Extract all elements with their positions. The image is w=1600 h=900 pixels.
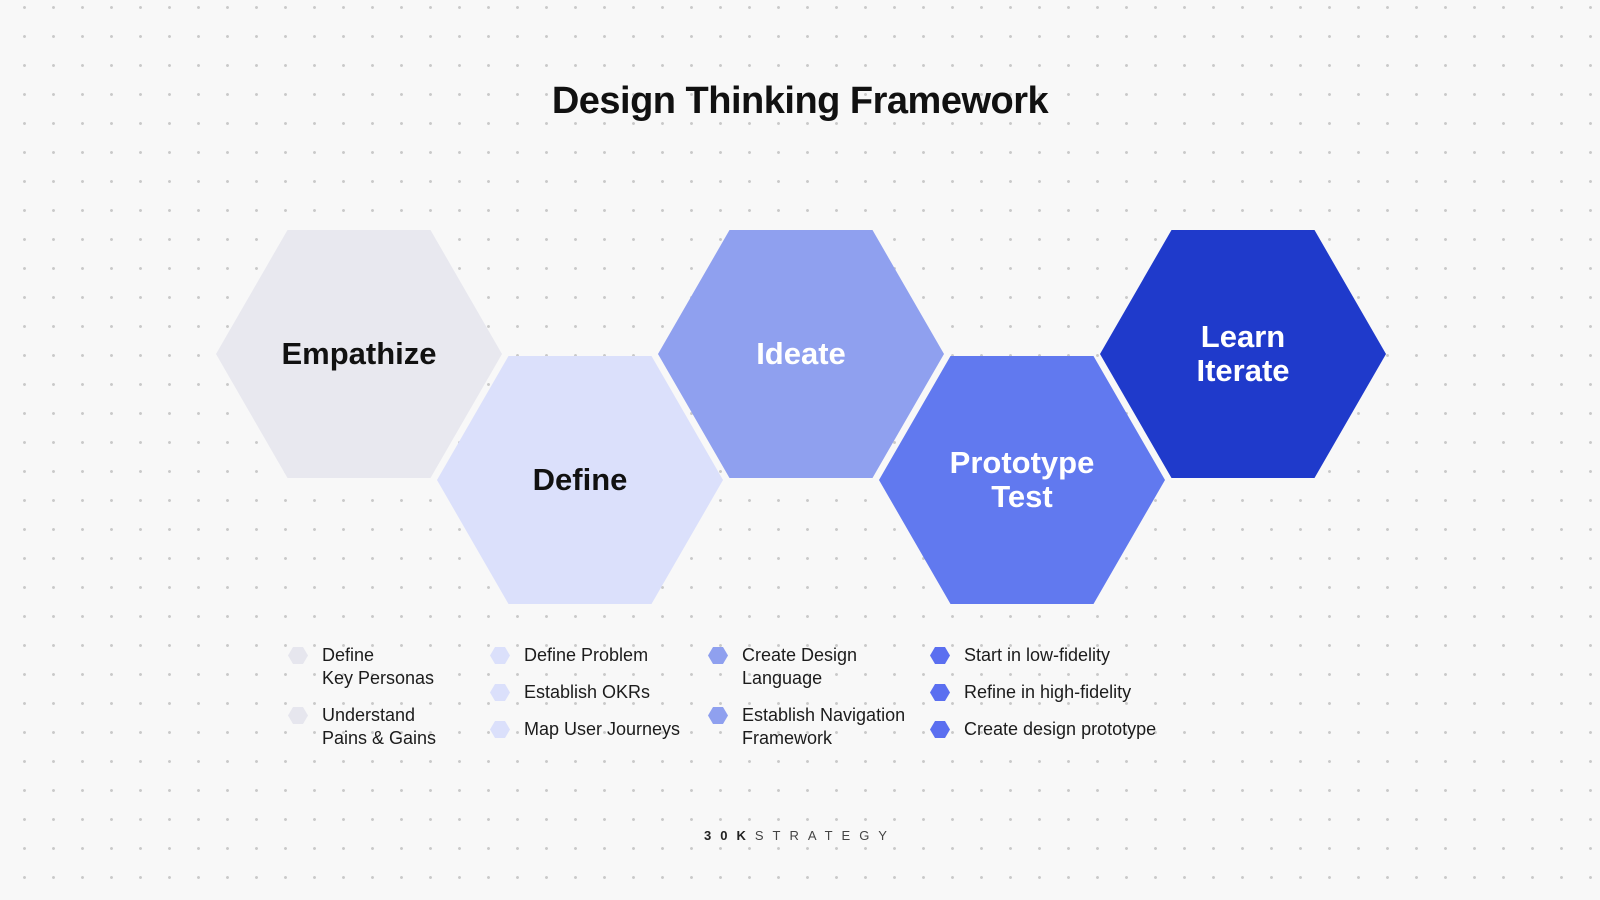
list-item: Establish Navigation Framework [708, 704, 905, 750]
list-item: Create design prototype [930, 718, 1156, 741]
stage-empathize-hexagon: Empathize [216, 230, 502, 478]
list-item: Establish OKRs [490, 681, 680, 704]
list-item: Refine in high-fidelity [930, 681, 1156, 704]
hexagon-bullet-icon [708, 647, 728, 664]
stage-prototype-test-hexagon: Prototype Test [879, 356, 1165, 604]
hexagon-bullet-icon [708, 707, 728, 724]
stage-ideate-hexagon: Ideate [658, 230, 944, 478]
empathize-list: Define Key Personas Understand Pains & G… [288, 644, 436, 764]
stage-define-hexagon: Define [437, 356, 723, 604]
ideate-list: Create Design Language Establish Navigat… [708, 644, 905, 764]
stage-learn-iterate-hexagon: Learn Iterate [1100, 230, 1386, 478]
hexagon-bullet-icon [930, 721, 950, 738]
brand-logo: 30KSTRATEGY [0, 828, 1600, 843]
hexagon-bullet-icon [490, 647, 510, 664]
stage-ideate-label: Ideate [756, 336, 846, 371]
stage-learn-iterate-label: Learn Iterate [1196, 319, 1290, 388]
hexagon-bullet-icon [288, 707, 308, 724]
list-item: Define Key Personas [288, 644, 436, 690]
page-title: Design Thinking Framework [551, 80, 1049, 122]
hexagon-bullet-icon [930, 647, 950, 664]
stage-prototype-test-label: Prototype Test [949, 445, 1095, 514]
list-item: Start in low-fidelity [930, 644, 1156, 667]
hexagon-bullet-icon [930, 684, 950, 701]
stage-empathize-label: Empathize [281, 336, 437, 371]
hexagon-bullet-icon [490, 721, 510, 738]
list-item: Define Problem [490, 644, 680, 667]
stage-define-label: Define [532, 462, 628, 497]
define-list: Define Problem Establish OKRs Map User J… [490, 644, 680, 755]
hexagon-bullet-icon [490, 684, 510, 701]
brand-logo-part2: STRATEGY [754, 828, 896, 843]
brand-logo-part1: 30K [704, 828, 755, 843]
hexagon-bullet-icon [288, 647, 308, 664]
list-item: Create Design Language [708, 644, 905, 690]
prototype-test-list: Start in low-fidelity Refine in high-fid… [930, 644, 1156, 755]
list-item: Understand Pains & Gains [288, 704, 436, 750]
list-item: Map User Journeys [490, 718, 680, 741]
